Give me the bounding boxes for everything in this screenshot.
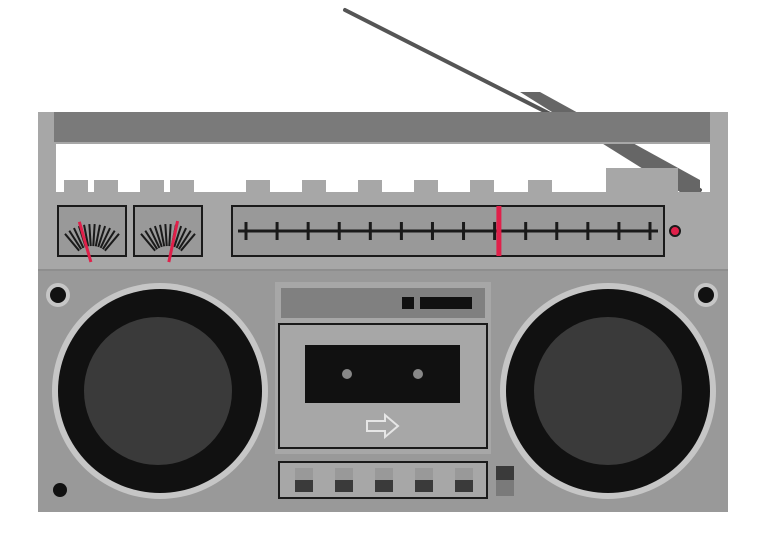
top-button[interactable] bbox=[358, 180, 382, 192]
antenna-mount bbox=[606, 168, 678, 194]
meter-tick bbox=[153, 225, 163, 248]
cassette-deck bbox=[275, 282, 491, 454]
speaker-icon bbox=[500, 283, 716, 499]
meter-tick bbox=[104, 233, 120, 252]
transport-button[interactable] bbox=[415, 468, 433, 480]
transport-button[interactable] bbox=[375, 468, 393, 480]
top-button[interactable] bbox=[470, 180, 494, 192]
spindle-right bbox=[413, 369, 423, 379]
top-button[interactable] bbox=[64, 180, 88, 192]
vu-meter-icon bbox=[167, 220, 180, 263]
transport-button-face bbox=[335, 480, 353, 492]
meter-tick bbox=[168, 224, 172, 247]
transport-button[interactable] bbox=[455, 468, 473, 480]
tuner-pointer[interactable] bbox=[496, 206, 502, 256]
meter-tick bbox=[180, 233, 196, 252]
meter-tick bbox=[177, 230, 192, 250]
transport-button-face bbox=[295, 480, 313, 492]
transport-button-face bbox=[455, 480, 473, 492]
screw-icon bbox=[46, 283, 70, 307]
meter-tick bbox=[88, 224, 92, 247]
meter-tick bbox=[140, 233, 156, 252]
top-button[interactable] bbox=[140, 180, 164, 192]
transport-controls bbox=[278, 461, 488, 499]
meter-tick bbox=[94, 224, 101, 247]
top-button[interactable] bbox=[528, 180, 552, 192]
meter-tick bbox=[149, 227, 161, 249]
counter-display bbox=[420, 297, 472, 309]
top-button[interactable] bbox=[414, 180, 438, 192]
transport-button[interactable] bbox=[335, 468, 353, 480]
tuner-dial[interactable] bbox=[231, 205, 681, 257]
transport-button[interactable] bbox=[295, 468, 313, 480]
meter-tick bbox=[144, 230, 159, 250]
carry-handle-grip bbox=[54, 112, 710, 142]
cassette-window bbox=[305, 345, 460, 403]
meter-tick bbox=[92, 224, 96, 247]
speaker-icon bbox=[52, 283, 268, 499]
meter-tick bbox=[101, 230, 116, 250]
meter-tick bbox=[64, 233, 80, 252]
spindle-left bbox=[342, 369, 352, 379]
power-light-icon bbox=[669, 225, 681, 237]
meter-tick bbox=[99, 227, 111, 249]
play-arrow-icon bbox=[366, 412, 400, 440]
vu-meter-icon bbox=[77, 221, 93, 263]
top-button[interactable] bbox=[94, 180, 118, 192]
meter-tick bbox=[73, 227, 85, 249]
meter-tick bbox=[68, 230, 83, 250]
tuner-scale bbox=[244, 222, 652, 240]
side-switch[interactable] bbox=[496, 466, 514, 496]
top-button[interactable] bbox=[170, 180, 194, 192]
top-buttons bbox=[64, 180, 552, 192]
top-button[interactable] bbox=[302, 180, 326, 192]
screw-icon bbox=[694, 283, 718, 307]
meter-tick bbox=[159, 224, 166, 247]
transport-button-face bbox=[415, 480, 433, 492]
vu-meter-left bbox=[57, 205, 127, 263]
counter-window bbox=[402, 297, 414, 309]
screw-icon bbox=[53, 483, 67, 497]
vu-meter-right bbox=[133, 205, 203, 263]
meter-tick bbox=[83, 224, 90, 247]
meter-tick bbox=[175, 227, 187, 249]
meter-tick bbox=[164, 224, 168, 247]
transport-button-face bbox=[375, 480, 393, 492]
meter-tick bbox=[97, 225, 107, 248]
meter-tick bbox=[173, 225, 183, 248]
top-button[interactable] bbox=[246, 180, 270, 192]
